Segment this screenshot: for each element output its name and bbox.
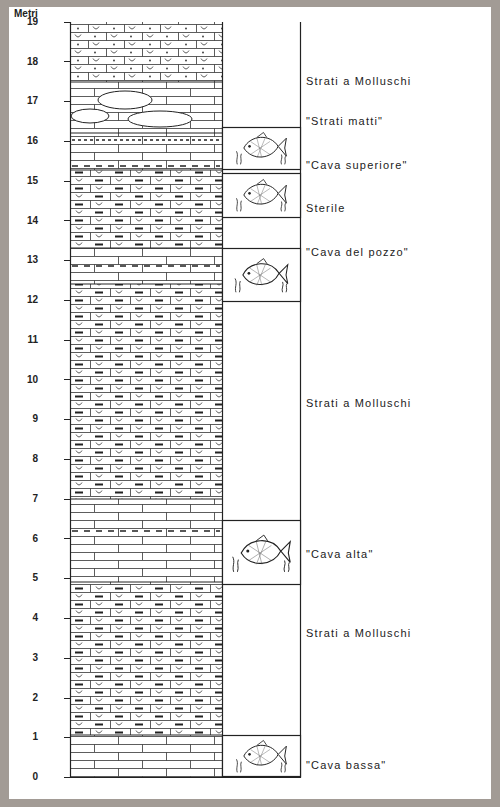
layer-label: Strati a Molluschi <box>306 628 411 639</box>
axis-number: 1 <box>32 732 38 742</box>
axis-number: 3 <box>32 653 38 663</box>
axis-number: 15 <box>27 176 38 186</box>
layer-label: "Cava superiore" <box>306 160 408 171</box>
layer-label: Strati a Molluschi <box>306 76 411 87</box>
axis-number: 7 <box>32 494 38 504</box>
layer-label: "Cava del pozzo" <box>306 247 409 258</box>
axis-number: 14 <box>27 216 38 226</box>
axis-number: 2 <box>32 693 38 703</box>
axis-number: 18 <box>27 57 38 67</box>
axis-number: 6 <box>32 534 38 544</box>
axis-number: 0 <box>32 772 38 782</box>
layer-label: "Cava alta" <box>306 549 373 560</box>
layer-label: Sterile <box>306 203 346 214</box>
axis-number: 11 <box>27 335 38 345</box>
axis-number: 16 <box>27 136 38 146</box>
axis-number: 9 <box>32 414 38 424</box>
layer-label: Strati a Molluschi <box>306 398 411 409</box>
layer-label: "Cava bassa" <box>306 760 386 771</box>
axis-number: 13 <box>27 255 38 265</box>
axis-number: 5 <box>32 573 38 583</box>
axis-number: 17 <box>27 96 38 106</box>
axis-number: 8 <box>32 454 38 464</box>
axis-number: 19 <box>27 17 38 27</box>
axis-number: 10 <box>27 375 38 385</box>
axis-number: 12 <box>27 295 38 305</box>
axis-number: 4 <box>32 613 38 623</box>
layer-label: "Strati matti" <box>306 116 383 127</box>
